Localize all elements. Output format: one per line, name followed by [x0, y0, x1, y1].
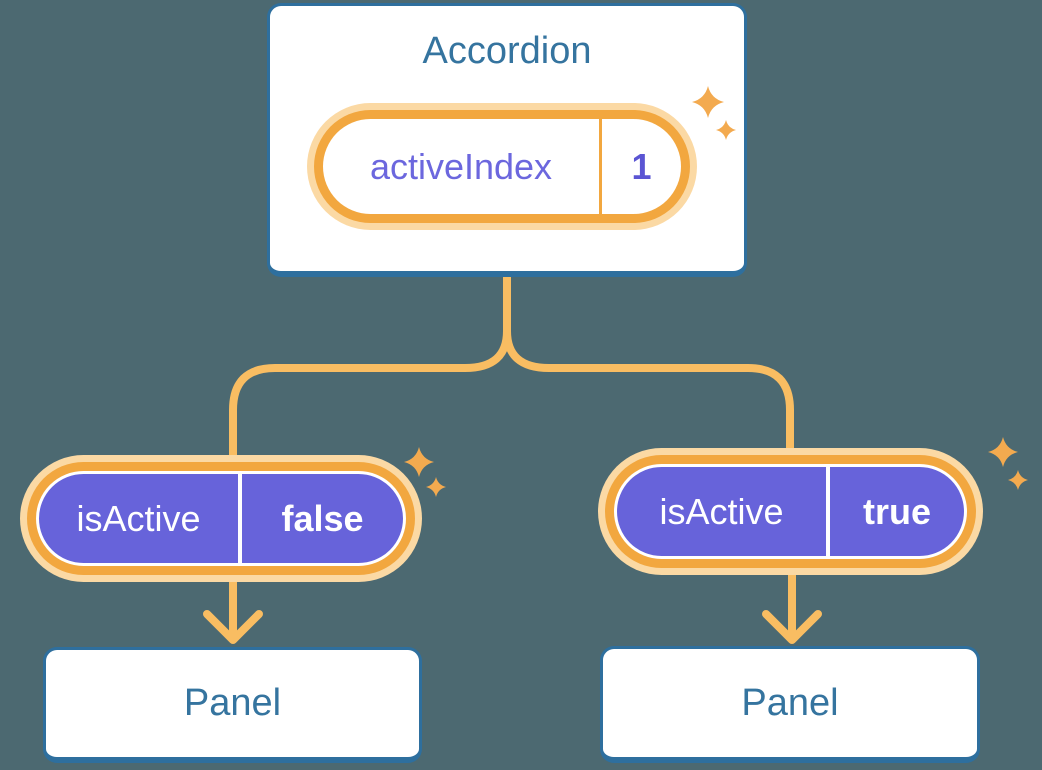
prop-pill-ring: isActive false [27, 462, 415, 575]
state-pill: activeIndex 1 [307, 103, 697, 230]
state-pill-body: activeIndex 1 [323, 119, 681, 214]
sparkle-icon [1008, 470, 1028, 490]
panel-card-left: Panel [43, 647, 422, 763]
state-pill-ring: activeIndex 1 [314, 110, 690, 223]
prop-pill-isactive-true: isActive true [598, 448, 983, 575]
arrow-right-head [762, 610, 822, 644]
prop-value-label: true [862, 490, 931, 532]
prop-pill-isactive-false: isActive false [20, 455, 422, 582]
prop-name-label: isActive [659, 490, 784, 532]
sparkle-icon [692, 86, 724, 118]
panel-title: Panel [183, 682, 282, 724]
prop-pill-body: isActive false [36, 471, 406, 566]
prop-pill-divider [238, 474, 242, 563]
state-name-label: activeIndex [369, 145, 553, 187]
accordion-title: Accordion [422, 30, 592, 72]
state-pill-divider [599, 119, 602, 214]
arrow-left-head [203, 610, 263, 644]
fork-connector-right [503, 272, 794, 459]
prop-name-label: isActive [76, 497, 201, 539]
prop-pill-ring: isActive true [605, 455, 976, 568]
fork-connector-left [229, 272, 511, 466]
panel-card-right: Panel [600, 646, 980, 763]
prop-pill-divider [826, 467, 830, 556]
accordion-card: Accordion activeIndex 1 [267, 3, 747, 277]
panel-title: Panel [741, 681, 839, 724]
state-value-label: 1 [631, 145, 652, 187]
sparkle-icon [716, 120, 736, 140]
sparkle-icon [426, 477, 446, 497]
sparkle-icon [404, 447, 434, 477]
sparkle-icon [988, 437, 1018, 467]
prop-pill-body: isActive true [614, 464, 967, 559]
prop-value-label: false [281, 497, 364, 539]
